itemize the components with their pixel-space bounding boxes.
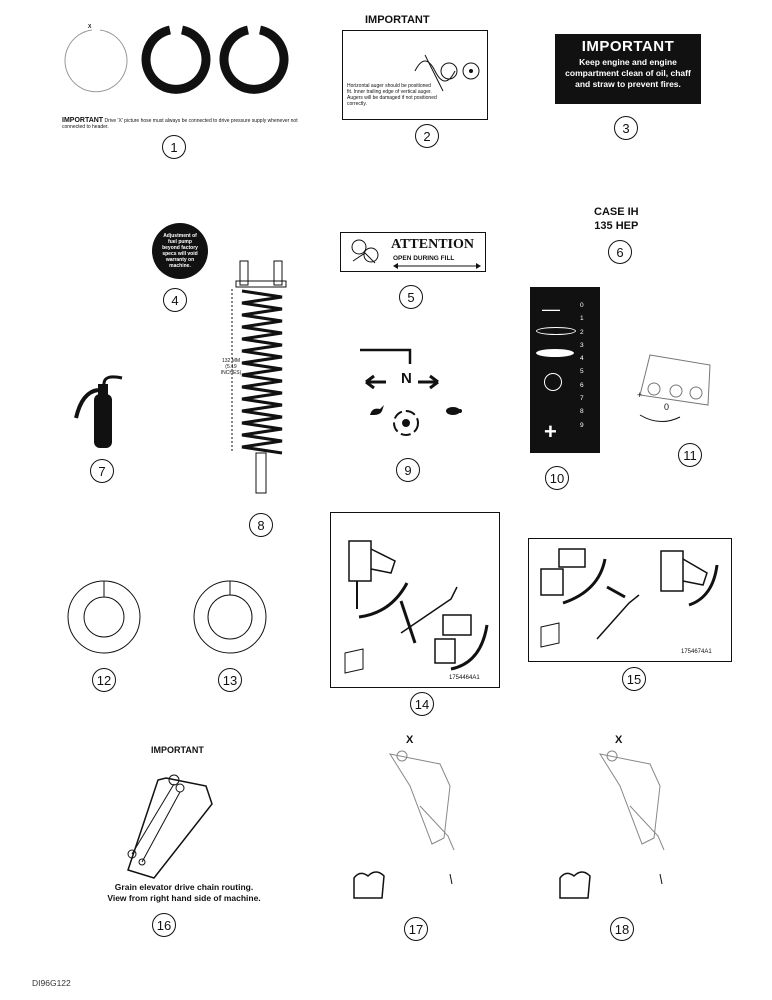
callout-18: 18 [610,917,634,941]
tick-5: 5 [580,368,584,376]
header-lift-diagram-a [344,540,489,674]
pulley-ring-dark-1 [141,25,211,94]
tick-2: 2 [580,328,584,336]
decal-1-body: Drive 'X' picture hose must always be co… [62,118,298,130]
adjuster-zero: 0 [664,402,670,412]
spring-assembly [231,260,287,494]
decal-16-caption-1: Grain elevator drive chain routing. [114,882,254,892]
figure-code: DI96G122 [32,978,71,988]
callout-14: 14 [410,692,434,716]
callout-1: 1 [162,135,186,159]
flower-icon [351,239,379,264]
tick-scale: 0 1 2 3 4 5 6 7 8 9 [580,299,598,432]
callout-9: 9 [396,458,420,482]
callout-6: 6 [608,240,632,264]
pulley-ring-dark-2 [219,25,289,94]
decal-6-line2: 135 HEP [594,220,639,232]
decal-2-frame: Horizontal auger should be positioned fi… [342,30,488,120]
tick-7: 7 [580,395,584,403]
callout-15: 15 [622,667,646,691]
decal-14-code: 1754464A1 [449,675,480,681]
callout-7: 7 [90,459,114,483]
decal-16-caption: Grain elevator drive chain routing. View… [104,882,264,904]
decal-6-line1: CASE IH [594,206,639,218]
callout-13: 13 [218,668,242,692]
callout-3: 3 [614,116,638,140]
adjuster-diagram [639,354,711,422]
callout-17: 17 [404,917,428,941]
plus-label: + [544,419,557,444]
header-lift-diagram-b [540,548,719,648]
elevator-chain-diagram [127,774,213,879]
decal-5-title: ATTENTION [391,237,474,252]
decal-1-important: IMPORTANT [62,117,104,124]
grain-icon-1 [536,327,576,335]
decal-15-code: 1754674A1 [681,649,712,655]
neutral-label: N [401,370,412,387]
decal-4-text: Adjustment of fuel pump beyond factory s… [162,233,198,269]
shift-gate-icon [360,348,439,436]
tick-9: 9 [580,421,584,429]
callout-2: 2 [415,124,439,148]
tick-0: 0 [580,302,584,309]
decal-4-badge: Adjustment of fuel pump beyond factory s… [152,223,208,279]
mark-x-18: X [615,734,623,746]
decal-3-body: Keep engine and engine compartment clean… [565,57,691,89]
fan-icon [544,373,562,391]
decal-2-body: Horizontal auger should be positioned fi… [347,83,437,107]
callout-8: 8 [249,513,273,537]
tick-4: 4 [580,355,584,363]
decal-2-title: IMPORTANT [365,14,430,26]
decal-15-frame: 1754674A1 [528,538,732,662]
minus-label: — [542,299,560,319]
elevator-diagram-18 [559,750,665,899]
grain-icon-2 [536,349,574,357]
elevator-diagram-17 [353,750,455,899]
adjuster-plus: + [637,390,643,400]
tick-3: 3 [580,341,584,349]
auger-icon [414,54,480,92]
tick-1: 1 [580,315,584,323]
decal-3-panel: IMPORTANT Keep engine and engine compart… [555,34,701,104]
rabbit-icon [370,405,384,415]
decal-6-text: CASE IH 135 HEP [594,205,639,233]
decal-16-title: IMPORTANT [151,745,204,755]
double-arrow-icon [393,263,481,269]
pulley-ring-plain [64,29,128,93]
decal-16-caption-2: View from right hand side of machine. [107,893,261,903]
mark-x-1: X [88,24,92,30]
callout-4: 4 [163,288,187,312]
decal-14-frame: 1754464A1 [330,512,500,688]
decal-5-frame: ATTENTION OPEN DURING FILL [340,232,486,272]
washer-13 [193,580,267,654]
decal-5-subtitle: OPEN DURING FILL [393,255,455,262]
decal-10-panel: — + 0 1 2 3 4 5 6 7 8 9 [530,287,600,453]
callout-12: 12 [92,668,116,692]
tick-8: 8 [580,408,584,416]
callout-10: 10 [545,466,569,490]
callout-11: 11 [678,443,702,467]
callout-16: 16 [152,913,176,937]
washer-12 [67,580,141,654]
turtle-icon [446,407,462,415]
callout-5: 5 [399,285,423,309]
decal-1-text: IMPORTANT Drive 'X' picture hose must al… [62,117,302,130]
mark-x-17: X [406,734,414,746]
tick-6: 6 [580,381,584,389]
decal-3-title: IMPORTANT [581,38,675,55]
spring-dimension: 132 MM (5.19 INCHES) [220,358,242,376]
fire-extinguisher-icon [74,375,123,448]
